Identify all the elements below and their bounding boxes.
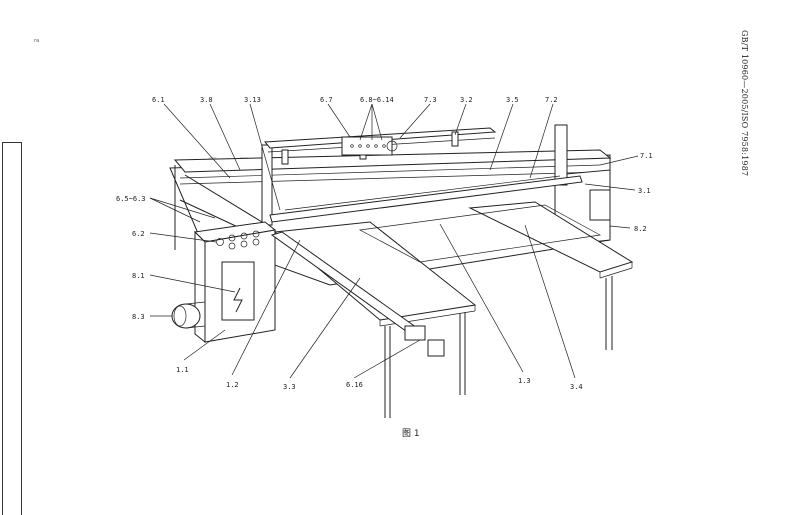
standard-number: GB/T 10960—2005/ISO 7958:1987 xyxy=(740,30,749,177)
callout-3-3: 3.3 xyxy=(283,383,296,391)
callout-1-3: 1.3 xyxy=(518,377,531,385)
callout-3-4: 3.4 xyxy=(570,383,583,391)
callout-1-1: 1.1 xyxy=(176,366,189,374)
callout-8-1: 8.1 xyxy=(132,272,145,280)
callout-6-2: 6.2 xyxy=(132,230,145,238)
callout-6-7: 6.7 xyxy=(320,96,333,104)
callout-7-1: 7.1 xyxy=(640,152,653,160)
callout-6-8: 6.8~6.14 xyxy=(360,96,394,104)
callout-8-2: 8.2 xyxy=(634,225,647,233)
rear-rail xyxy=(173,149,612,173)
figure-caption: 图 1 xyxy=(402,429,420,439)
lightning-icon xyxy=(233,287,243,313)
knife-bar xyxy=(269,175,583,223)
callout-8-3: 8.3 xyxy=(132,313,145,321)
start-button xyxy=(216,238,224,246)
pillar-side xyxy=(194,230,206,344)
callout-3-5: 3.5 xyxy=(506,96,519,104)
corner-mark: ra xyxy=(34,38,40,44)
stop-block xyxy=(404,325,426,341)
callout-3-2: 3.2 xyxy=(460,96,473,104)
stop-handle xyxy=(427,339,445,357)
callout-6-1: 6.1 xyxy=(152,96,165,104)
callout-6-16: 6.16 xyxy=(346,381,363,389)
callout-7-3: 7.3 xyxy=(424,96,437,104)
callout-3-13: 3.13 xyxy=(244,96,261,104)
binding-strip xyxy=(2,142,22,515)
callout-3-8: 3.8 xyxy=(200,96,213,104)
left-upright xyxy=(261,144,273,226)
callout-1-2: 1.2 xyxy=(226,381,239,389)
right-panel xyxy=(589,189,611,221)
callout-6-5: 6.5~6.3 xyxy=(116,195,146,203)
callout-3-1: 3.1 xyxy=(638,187,651,195)
callout-7-2: 7.2 xyxy=(545,96,558,104)
right-upright xyxy=(554,124,568,186)
